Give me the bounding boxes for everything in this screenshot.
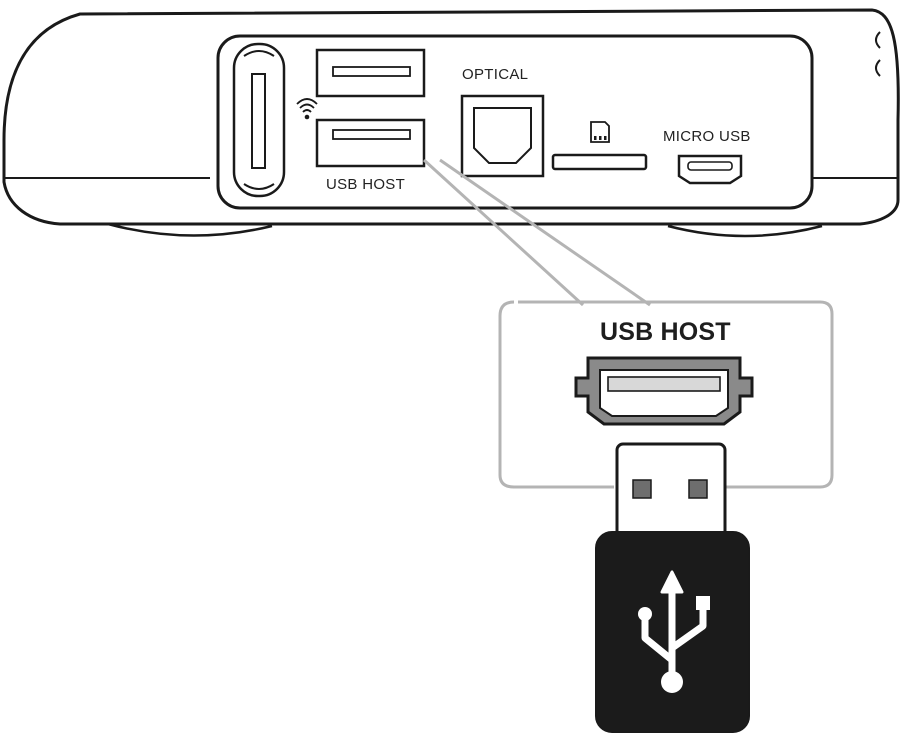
optical-label: OPTICAL xyxy=(462,66,529,83)
usb-drive-contact-right xyxy=(688,479,708,499)
wifi-icon xyxy=(296,98,318,120)
sd-card-icon xyxy=(590,121,610,143)
sd-card-slot[interactable] xyxy=(551,153,648,171)
usb-port-enlarged xyxy=(574,356,754,426)
callout-leader xyxy=(422,158,651,307)
usb-symbol-icon xyxy=(638,570,710,693)
usb-host-port-bottom[interactable] xyxy=(315,118,426,168)
power-switch[interactable] xyxy=(232,42,286,198)
micro-usb-label: MICRO USB xyxy=(663,128,751,145)
usb-host-port-top[interactable] xyxy=(315,48,426,98)
callout-box xyxy=(498,300,834,489)
micro-usb-port[interactable] xyxy=(677,154,743,185)
usb-host-label: USB HOST xyxy=(326,176,406,193)
usb-drive-contact-left xyxy=(632,479,652,499)
optical-port[interactable] xyxy=(460,94,545,178)
callout-usb-host-label: USB HOST xyxy=(600,318,731,346)
device-feet xyxy=(107,222,823,238)
